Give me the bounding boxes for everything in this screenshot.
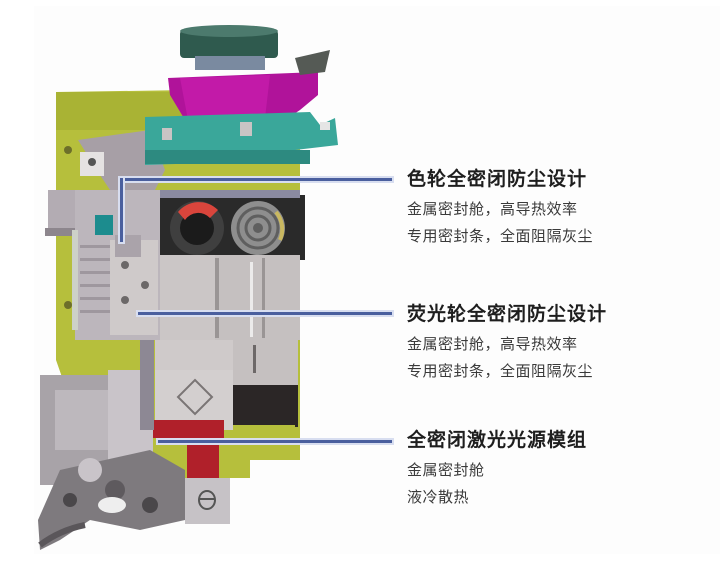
callout-laser-module: 全密闭激光光源模组 金属密封舱 液冷散热	[407, 428, 587, 511]
callout-line: 金属密封舱，高导热效率	[407, 200, 578, 218]
callout-title: 荧光轮全密闭防尘设计	[407, 303, 608, 325]
callout-line: 金属密封舱	[407, 461, 485, 479]
callout-line: 金属密封舱，高导热效率	[407, 335, 578, 353]
callout-line: 液冷散热	[407, 488, 470, 506]
leader-line-laser-module	[158, 440, 392, 443]
callout-phosphor-wheel: 荧光轮全密闭防尘设计 金属密封舱，高导热效率 专用密封条，全面阻隔灰尘	[407, 302, 607, 385]
color-wheel	[168, 25, 330, 120]
leader-line-phosphor-wheel	[138, 312, 392, 315]
laser-module	[152, 420, 230, 524]
callout-color-wheel: 色轮全密闭防尘设计 金属密封舱，高导热效率 专用密封条，全面阻隔灰尘	[407, 167, 593, 250]
fans	[160, 190, 305, 260]
callout-title: 全密闭激光光源模组	[407, 429, 588, 451]
callout-line: 专用密封条，全面阻隔灰尘	[407, 362, 594, 380]
leader-line-color-wheel-vertical	[120, 178, 123, 242]
mount-plate	[145, 112, 338, 165]
lower-left-assembly	[38, 340, 185, 550]
callout-title: 色轮全密闭防尘设计	[407, 168, 588, 190]
leader-line-color-wheel	[120, 178, 392, 181]
callout-line: 专用密封条，全面阻隔灰尘	[407, 227, 594, 245]
